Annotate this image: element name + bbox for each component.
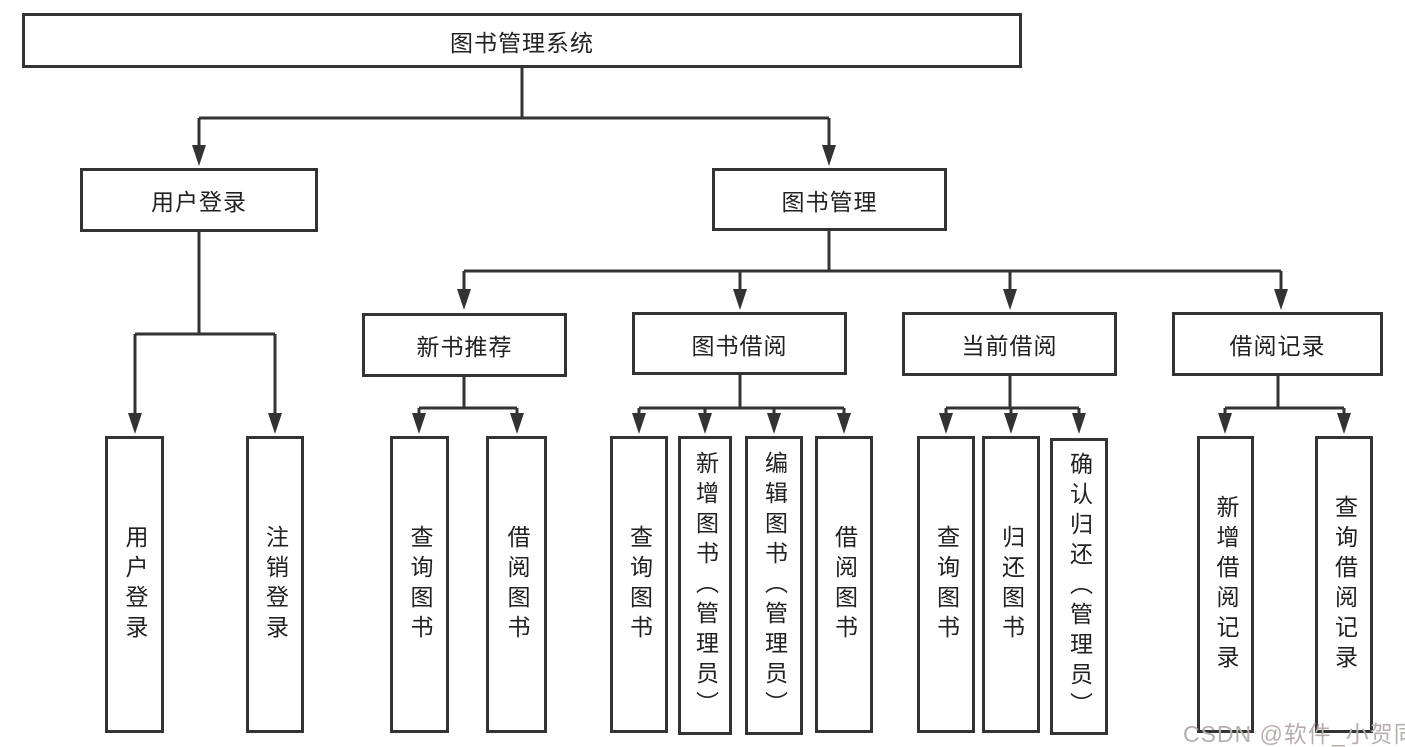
- wire-root-to-level2: [197, 68, 831, 147]
- wire-manage-to-level3: [462, 231, 1283, 291]
- leaf-label: 查询图书: [626, 524, 653, 645]
- leaf-label: 新增借阅记录: [1213, 494, 1239, 675]
- node-book-borrow: 图书借阅: [632, 312, 847, 375]
- node-new-book-recommend: 新书推荐: [362, 313, 567, 377]
- leaf-records-query-record: 查询借阅记录: [1315, 436, 1373, 733]
- wire-current-to-leaves: [944, 376, 1081, 415]
- arrowhead: [698, 413, 712, 434]
- node-user-login: 用户登录: [80, 168, 318, 232]
- leaf-label: 借阅图书: [831, 524, 858, 645]
- arrowhead: [1072, 413, 1086, 434]
- leaf-borrow-add-books-admin: 新增图书（管理员）: [678, 436, 732, 735]
- arrowhead: [1218, 413, 1232, 434]
- arrowhead: [939, 413, 953, 434]
- wire-borrow-to-leaves: [637, 375, 846, 415]
- arrowhead: [412, 413, 426, 434]
- arrowhead: [128, 413, 142, 434]
- node-root: 图书管理系统: [22, 13, 1022, 68]
- leaf-records-add-record: 新增借阅记录: [1197, 436, 1254, 733]
- wire-newbook-to-leaves: [417, 377, 519, 415]
- node-book-management: 图书管理: [712, 168, 947, 231]
- arrowhead: [733, 289, 747, 310]
- leaf-borrow-edit-books-admin: 编辑图书（管理员）: [745, 436, 803, 735]
- arrowhead: [1274, 289, 1288, 310]
- arrowhead: [767, 413, 781, 434]
- leaf-current-return-books: 归还图书: [982, 436, 1040, 733]
- arrowhead: [192, 145, 206, 166]
- arrowhead: [457, 289, 471, 310]
- leaf-label: 新增图书（管理员）: [692, 450, 719, 721]
- arrowhead: [1337, 413, 1351, 434]
- leaf-label: 归还图书: [998, 524, 1025, 645]
- leaf-logout-login: 注销登录: [246, 436, 304, 733]
- leaf-newrec-borrow-books: 借阅图书: [486, 436, 547, 733]
- leaf-user-login: 用户登录: [105, 436, 164, 733]
- leaf-current-confirm-return-admin: 确认归还（管理员）: [1050, 438, 1108, 735]
- wire-login-to-leaves: [133, 232, 277, 415]
- leaf-newrec-query-books: 查询图书: [390, 436, 449, 733]
- leaf-label: 借阅图书: [504, 524, 530, 645]
- leaf-label: 查询图书: [933, 524, 960, 645]
- csdn-watermark: CSDN @软件_小贺同学: [1183, 721, 1405, 747]
- leaf-label: 确认归还（管理员）: [1066, 451, 1093, 722]
- node-borrow-records: 借阅记录: [1172, 312, 1383, 376]
- leaf-label: 编辑图书（管理员）: [761, 450, 788, 721]
- arrowhead: [1004, 413, 1018, 434]
- leaf-borrow-query-books: 查询图书: [610, 436, 668, 733]
- leaf-borrow-borrow-books: 借阅图书: [815, 436, 873, 733]
- leaf-label: 用户登录: [122, 524, 148, 645]
- leaf-label: 注销登录: [262, 524, 289, 645]
- leaf-label: 查询借阅记录: [1331, 494, 1358, 675]
- leaf-label: 查询图书: [407, 524, 433, 645]
- arrowhead: [268, 413, 282, 434]
- wire-records-to-leaves: [1223, 376, 1346, 415]
- node-current-borrow: 当前借阅: [902, 312, 1117, 376]
- arrowhead: [1003, 289, 1017, 310]
- arrowhead: [510, 413, 524, 434]
- arrowhead: [632, 413, 646, 434]
- arrowhead: [837, 413, 851, 434]
- leaf-current-query-books: 查询图书: [917, 436, 975, 733]
- arrowhead: [822, 145, 836, 166]
